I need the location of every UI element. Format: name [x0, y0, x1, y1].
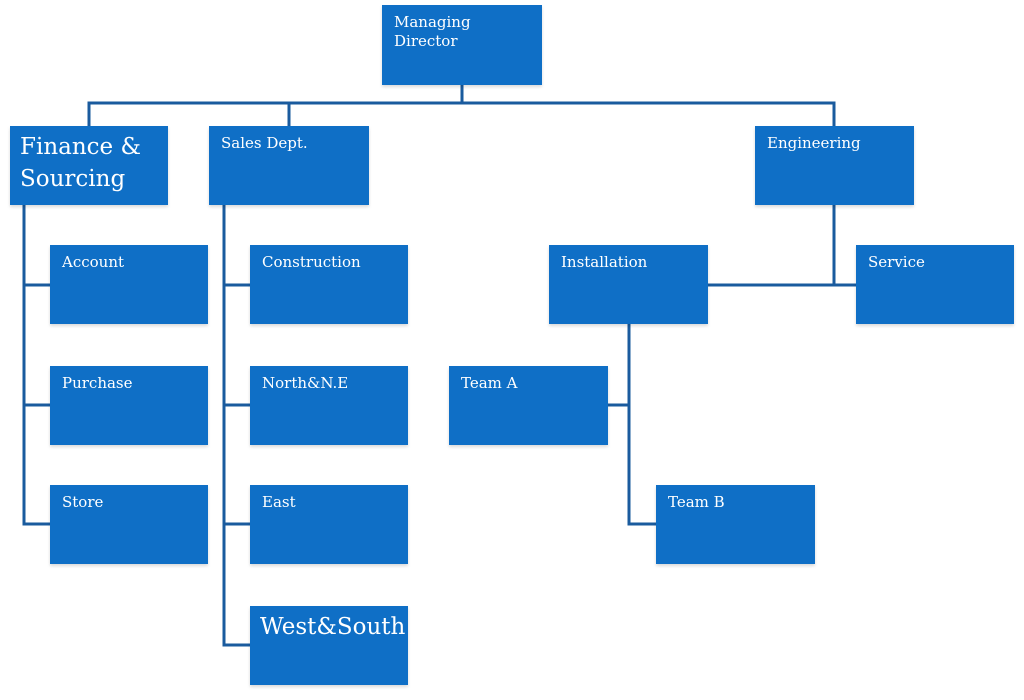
node-account-label: Account [62, 253, 125, 271]
node-team-b-label: Team B [668, 493, 725, 511]
node-west-south[interactable]: West&South [250, 606, 408, 685]
node-purchase[interactable]: Purchase [50, 366, 208, 445]
node-installation-label: Installation [561, 253, 648, 271]
node-store-label: Store [62, 493, 104, 511]
node-team-a-label: Team A [461, 374, 518, 392]
node-construction-label: Construction [262, 253, 361, 271]
node-service[interactable]: Service [856, 245, 1014, 324]
node-managing-director[interactable]: Managing Director [382, 5, 542, 85]
node-sales-dept[interactable]: Sales Dept. [209, 126, 369, 205]
node-engineering[interactable]: Engineering [755, 126, 914, 205]
node-sales-dept-label: Sales Dept. [221, 134, 308, 152]
node-purchase-label: Purchase [62, 374, 133, 392]
node-east-label: East [262, 493, 296, 511]
node-west-south-label: West&South [260, 614, 406, 640]
node-construction[interactable]: Construction [250, 245, 408, 324]
node-installation[interactable]: Installation [549, 245, 708, 324]
node-finance-sourcing-label: Finance & Sourcing [20, 134, 141, 192]
node-service-label: Service [868, 253, 925, 271]
node-east[interactable]: East [250, 485, 408, 564]
node-team-b[interactable]: Team B [656, 485, 815, 564]
node-north-ne[interactable]: North&N.E [250, 366, 408, 445]
node-store[interactable]: Store [50, 485, 208, 564]
node-account[interactable]: Account [50, 245, 208, 324]
node-managing-director-label: Managing Director [394, 13, 471, 50]
node-team-a[interactable]: Team A [449, 366, 608, 445]
node-engineering-label: Engineering [767, 134, 861, 152]
node-finance-sourcing[interactable]: Finance & Sourcing [10, 126, 168, 205]
node-north-ne-label: North&N.E [262, 374, 349, 392]
